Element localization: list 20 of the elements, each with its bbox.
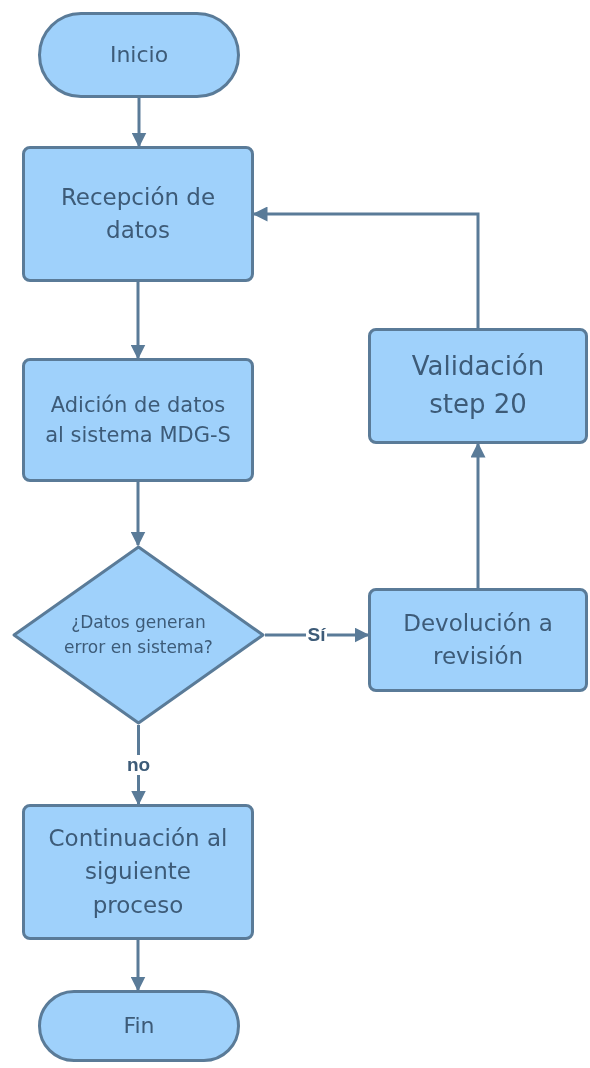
process-box <box>22 358 254 482</box>
arrow <box>130 482 146 547</box>
node-label: ¿Datos generan error en sistema? <box>63 611 214 659</box>
node-label: Validación step 20 <box>410 350 546 421</box>
process-box <box>22 146 254 282</box>
process-box <box>368 588 588 692</box>
decision-diamond <box>12 545 265 725</box>
process-box <box>22 804 254 940</box>
node-label: Recepción de datos <box>59 182 217 245</box>
arrow <box>131 98 147 148</box>
process-box <box>368 328 588 444</box>
arrow <box>130 940 146 992</box>
node-label: Fin <box>122 1012 156 1041</box>
node-label: Devolución a revisión <box>402 608 554 671</box>
arrow <box>252 206 480 328</box>
arrow <box>470 442 486 588</box>
node-label: Inicio <box>108 41 170 70</box>
node-label: Adición de datos al sistema MDG-S <box>44 391 232 449</box>
node-label: Continuación al siguiente proceso <box>47 824 229 920</box>
arrow <box>130 282 146 360</box>
